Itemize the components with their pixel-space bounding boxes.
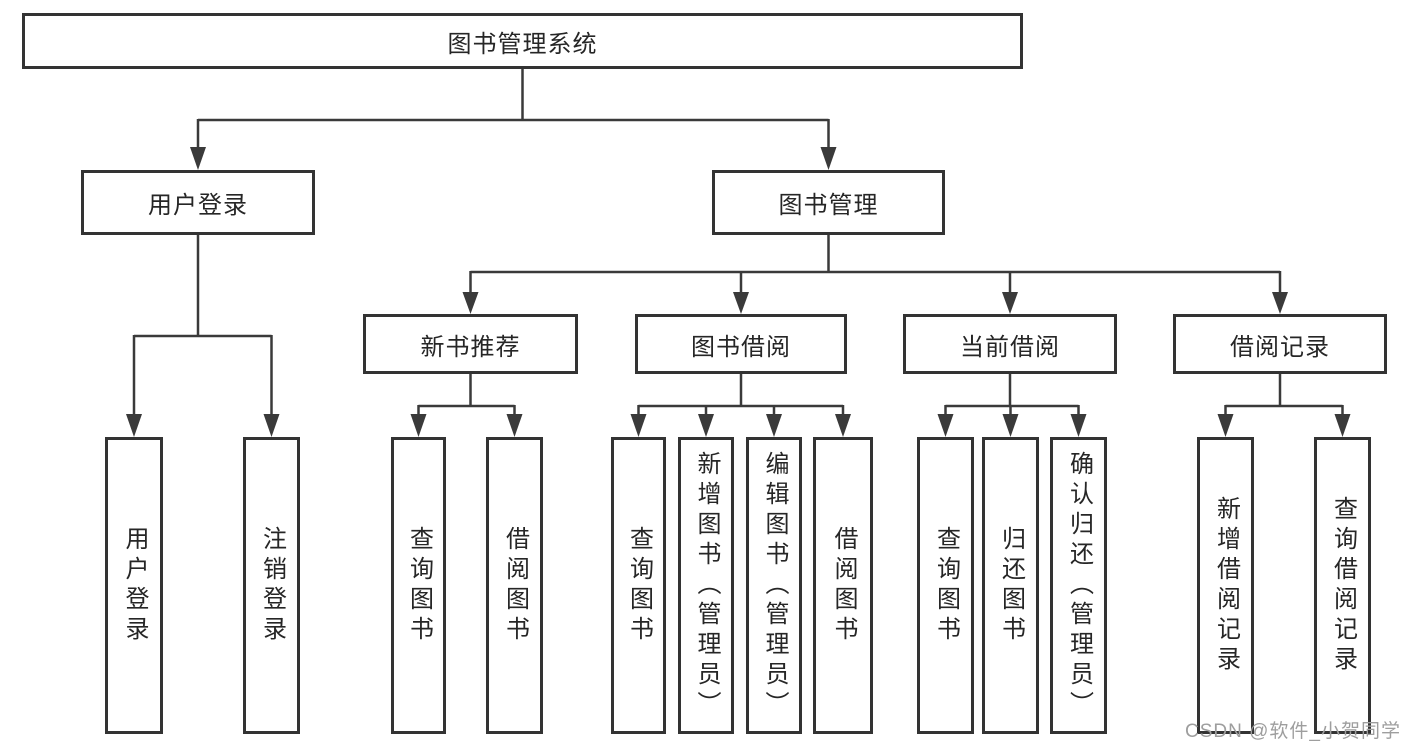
connector-root-level2 (196, 69, 830, 152)
leaf-query-books-current: 查询图书 (917, 437, 974, 734)
node-label: 图书管理 (778, 192, 879, 219)
arrow-icon (766, 414, 782, 437)
node-root-system: 图书管理系统 (22, 13, 1023, 69)
node-label: 用户登录 (148, 192, 248, 219)
connector-borrow-leaves (637, 374, 845, 419)
node-label: 查询图书 (932, 525, 960, 646)
node-label: 图书管理系统 (447, 30, 598, 58)
arrow-icon (462, 292, 479, 314)
arrow-icon (835, 414, 851, 437)
leaf-borrow-books-recommend: 借阅图书 (486, 437, 543, 734)
leaf-user-login: 用户登录 (105, 437, 163, 734)
leaf-logout: 注销登录 (243, 437, 300, 734)
node-new-book-recommend: 新书推荐 (363, 314, 578, 374)
csdn-watermark: CSDN @软件_小贺同学 (1185, 721, 1401, 742)
arrow-icon (1070, 414, 1087, 437)
arrow-icon (126, 414, 142, 437)
arrow-icon (410, 414, 427, 437)
arrow-icon (630, 414, 647, 437)
arrow-icon (263, 414, 280, 437)
node-book-borrowing: 图书借阅 (635, 314, 847, 374)
leaf-query-books-borrowing: 查询图书 (611, 437, 666, 734)
node-label: 图书借阅 (691, 333, 791, 361)
arrowheads (126, 147, 1351, 437)
arrow-icon (1217, 414, 1234, 437)
leaf-query-books-recommend: 查询图书 (391, 437, 446, 734)
leaf-add-borrow-record: 新增借阅记录 (1197, 437, 1254, 734)
node-label: 用户登录 (121, 525, 148, 646)
arrow-icon (733, 292, 749, 314)
node-label: 借阅图书 (830, 525, 857, 646)
node-label: 借阅图书 (501, 525, 529, 646)
node-label: 查询图书 (405, 525, 433, 646)
node-label: 查询图书 (625, 525, 653, 646)
arrow-icon (698, 414, 714, 437)
node-label: 注销登录 (258, 525, 286, 646)
arrow-icon (190, 147, 206, 170)
connector-bookmgmt-level3 (469, 235, 1282, 296)
arrow-icon (1002, 414, 1019, 437)
arrow-icon (820, 147, 837, 170)
connector-newbook-leaves (417, 374, 516, 419)
leaf-confirm-return-admin: 确认归还（管理员） (1050, 437, 1107, 734)
node-label: 借阅记录 (1230, 333, 1330, 361)
node-label: 归还图书 (997, 525, 1025, 646)
leaf-add-books-admin: 新增图书（管理员） (678, 437, 734, 734)
node-label: 查询借阅记录 (1329, 495, 1357, 676)
connector-userlogin-leaves (132, 235, 273, 419)
node-label: 当前借阅 (960, 333, 1060, 361)
leaf-edit-books-admin: 编辑图书（管理员） (746, 437, 802, 734)
connector-records-leaves (1224, 374, 1344, 419)
leaf-return-books: 归还图书 (982, 437, 1039, 734)
node-current-borrowing: 当前借阅 (903, 314, 1117, 374)
arrow-icon (1272, 292, 1288, 314)
arrow-icon (506, 414, 523, 437)
node-label: 新增借阅记录 (1212, 495, 1240, 676)
node-label: 确认归还（管理员） (1065, 450, 1093, 721)
node-label: 新增图书（管理员） (693, 450, 720, 721)
node-book-management-module: 图书管理 (712, 170, 945, 235)
connector-current-leaves (944, 374, 1080, 419)
leaf-borrow-books-borrowing: 借阅图书 (813, 437, 873, 734)
node-user-login-module: 用户登录 (81, 170, 315, 235)
node-label: 编辑图书（管理员） (761, 450, 788, 721)
node-label: 新书推荐 (420, 333, 521, 361)
arrow-icon (937, 414, 954, 437)
leaf-query-borrow-record: 查询借阅记录 (1314, 437, 1371, 734)
arrow-icon (1334, 414, 1351, 437)
arrow-icon (1002, 292, 1018, 314)
node-borrowing-records: 借阅记录 (1173, 314, 1387, 374)
